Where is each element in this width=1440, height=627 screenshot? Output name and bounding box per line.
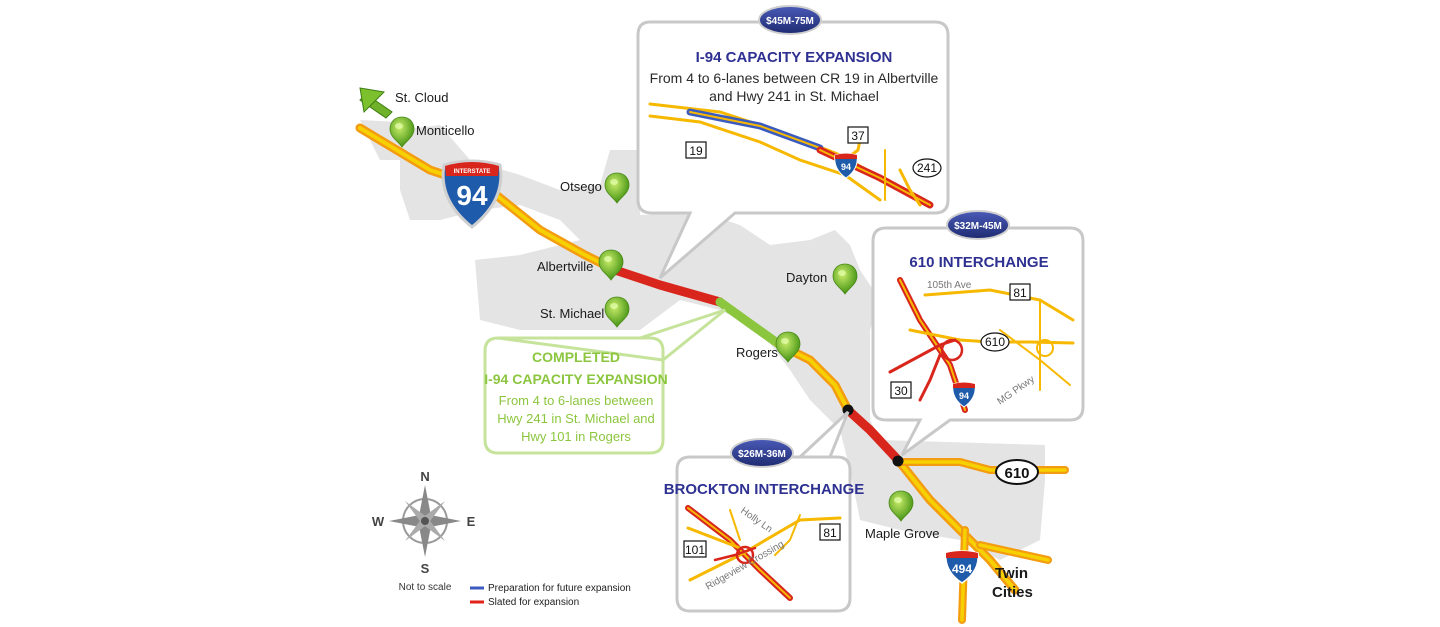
svg-text:$32M-45M: $32M-45M xyxy=(954,221,1002,232)
route-81-shield-icon: 81 xyxy=(819,523,841,541)
capacity-expansion-callout: $45M-75M I-94 CAPACITY EXPANSION From 4 … xyxy=(636,5,950,280)
interchange-node xyxy=(892,455,904,467)
completed-line2: Hwy 241 in St. Michael and xyxy=(497,411,655,426)
svg-text:94: 94 xyxy=(456,180,488,211)
brockton-inset-roads xyxy=(685,505,842,601)
completed-line1: From 4 to 6-lanes between xyxy=(499,393,654,408)
capacity-box-line1: From 4 to 6-lanes between CR 19 in Alber… xyxy=(650,70,939,86)
interchange-610-callout: $32M-45M 610 INTERCHANGE 105th Ave MG Pk… xyxy=(871,210,1085,457)
interstate-94-small-shield-icon: 94 xyxy=(952,382,976,408)
svg-text:W: W xyxy=(372,514,385,529)
route-101-shield-icon: 101 xyxy=(683,540,707,558)
legend-item-future: Preparation for future expansion xyxy=(488,583,631,594)
route-37-shield-icon: 37 xyxy=(847,126,869,144)
completed-callout: COMPLETED I-94 CAPACITY EXPANSION From 4… xyxy=(483,308,726,455)
legend-item-slated: Slated for expansion xyxy=(488,597,579,608)
svg-text:INTERSTATE: INTERSTATE xyxy=(454,169,491,175)
scale-note: Not to scale xyxy=(399,582,452,593)
svg-text:81: 81 xyxy=(1013,286,1027,300)
svg-text:30: 30 xyxy=(894,384,908,398)
city-label-monticello: Monticello xyxy=(416,123,475,138)
cost-badge: $26M-36M xyxy=(730,438,794,468)
completed-title-1: COMPLETED xyxy=(532,349,620,365)
svg-text:$45M-75M: $45M-75M xyxy=(766,16,814,27)
brockton-title: BROCKTON INTERCHANGE xyxy=(664,481,865,498)
interchange-610-title: 610 INTERCHANGE xyxy=(909,254,1048,271)
svg-text:19: 19 xyxy=(689,144,703,158)
svg-text:$26M-36M: $26M-36M xyxy=(738,449,786,460)
svg-text:494: 494 xyxy=(952,562,972,576)
svg-text:S: S xyxy=(421,561,430,576)
svg-text:81: 81 xyxy=(823,526,837,540)
city-label-st-michael: St. Michael xyxy=(540,306,604,321)
svg-text:610: 610 xyxy=(985,335,1005,349)
capacity-box-title: I-94 CAPACITY EXPANSION xyxy=(696,49,893,66)
capacity-box-line2: and Hwy 241 in St. Michael xyxy=(709,88,879,104)
route-241-shield-icon: 241 xyxy=(912,158,942,178)
city-label-rogers: Rogers xyxy=(736,345,778,360)
svg-text:37: 37 xyxy=(851,129,865,143)
route-81-shield-icon: 81 xyxy=(1009,283,1031,301)
cost-badge: $45M-75M xyxy=(758,5,822,35)
brockton-interchange-callout: $26M-36M BROCKTON INTERCHANGE Holly Ln R… xyxy=(664,410,865,613)
city-label-twin-cities: Twin Cities xyxy=(992,565,1033,601)
legend: Preparation for future expansion Slated … xyxy=(470,583,631,608)
city-label-st-cloud: St. Cloud xyxy=(395,90,448,105)
city-label-dayton: Dayton xyxy=(786,270,827,285)
svg-text:610: 610 xyxy=(1004,465,1029,482)
completed-title-2: I-94 CAPACITY EXPANSION xyxy=(484,371,668,387)
compass-rose-icon: N S E W xyxy=(372,469,476,576)
svg-text:E: E xyxy=(467,514,476,529)
svg-text:94: 94 xyxy=(841,162,851,172)
city-label-albertville: Albertville xyxy=(537,259,593,274)
route-610-small-shield-icon: 610 xyxy=(980,332,1010,352)
route-19-shield-icon: 19 xyxy=(685,141,707,159)
svg-text:241: 241 xyxy=(917,161,937,175)
cost-badge: $32M-45M xyxy=(946,210,1010,240)
city-label-otsego: Otsego xyxy=(560,179,602,194)
completed-line3: Hwy 101 in Rogers xyxy=(521,429,631,444)
street-label-105th: 105th Ave xyxy=(927,280,972,291)
interstate-94-small-shield-icon: 94 xyxy=(834,153,858,179)
route-30-shield-icon: 30 xyxy=(890,381,912,399)
north-arrow-icon xyxy=(359,87,393,119)
svg-text:101: 101 xyxy=(685,543,705,557)
interstate-94-shield-icon: INTERSTATE 94 xyxy=(441,159,503,229)
svg-text:N: N xyxy=(420,469,429,484)
interstate-494-shield-icon: 494 xyxy=(945,550,979,584)
route-610-shield-icon: 610 xyxy=(995,459,1039,485)
city-label-maple-grove: Maple Grove xyxy=(865,526,939,541)
svg-text:94: 94 xyxy=(959,391,969,401)
